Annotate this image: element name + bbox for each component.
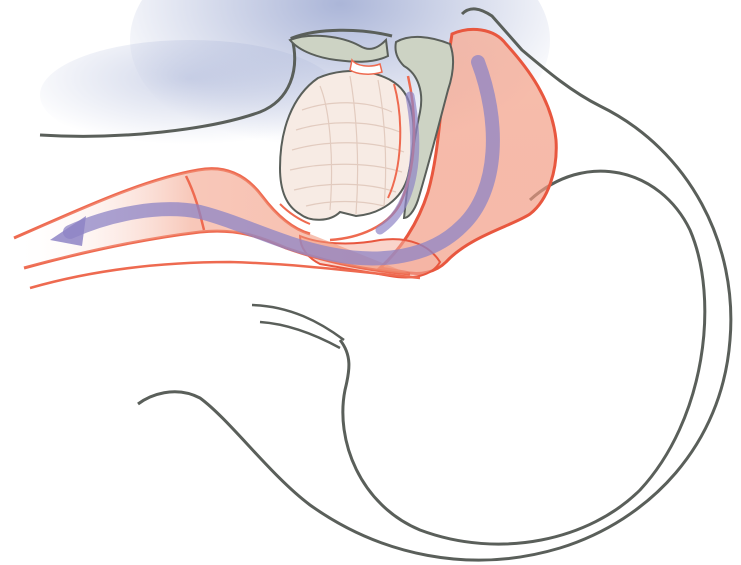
diagram-canvas bbox=[0, 0, 741, 565]
anatomical-diagram bbox=[0, 0, 741, 565]
